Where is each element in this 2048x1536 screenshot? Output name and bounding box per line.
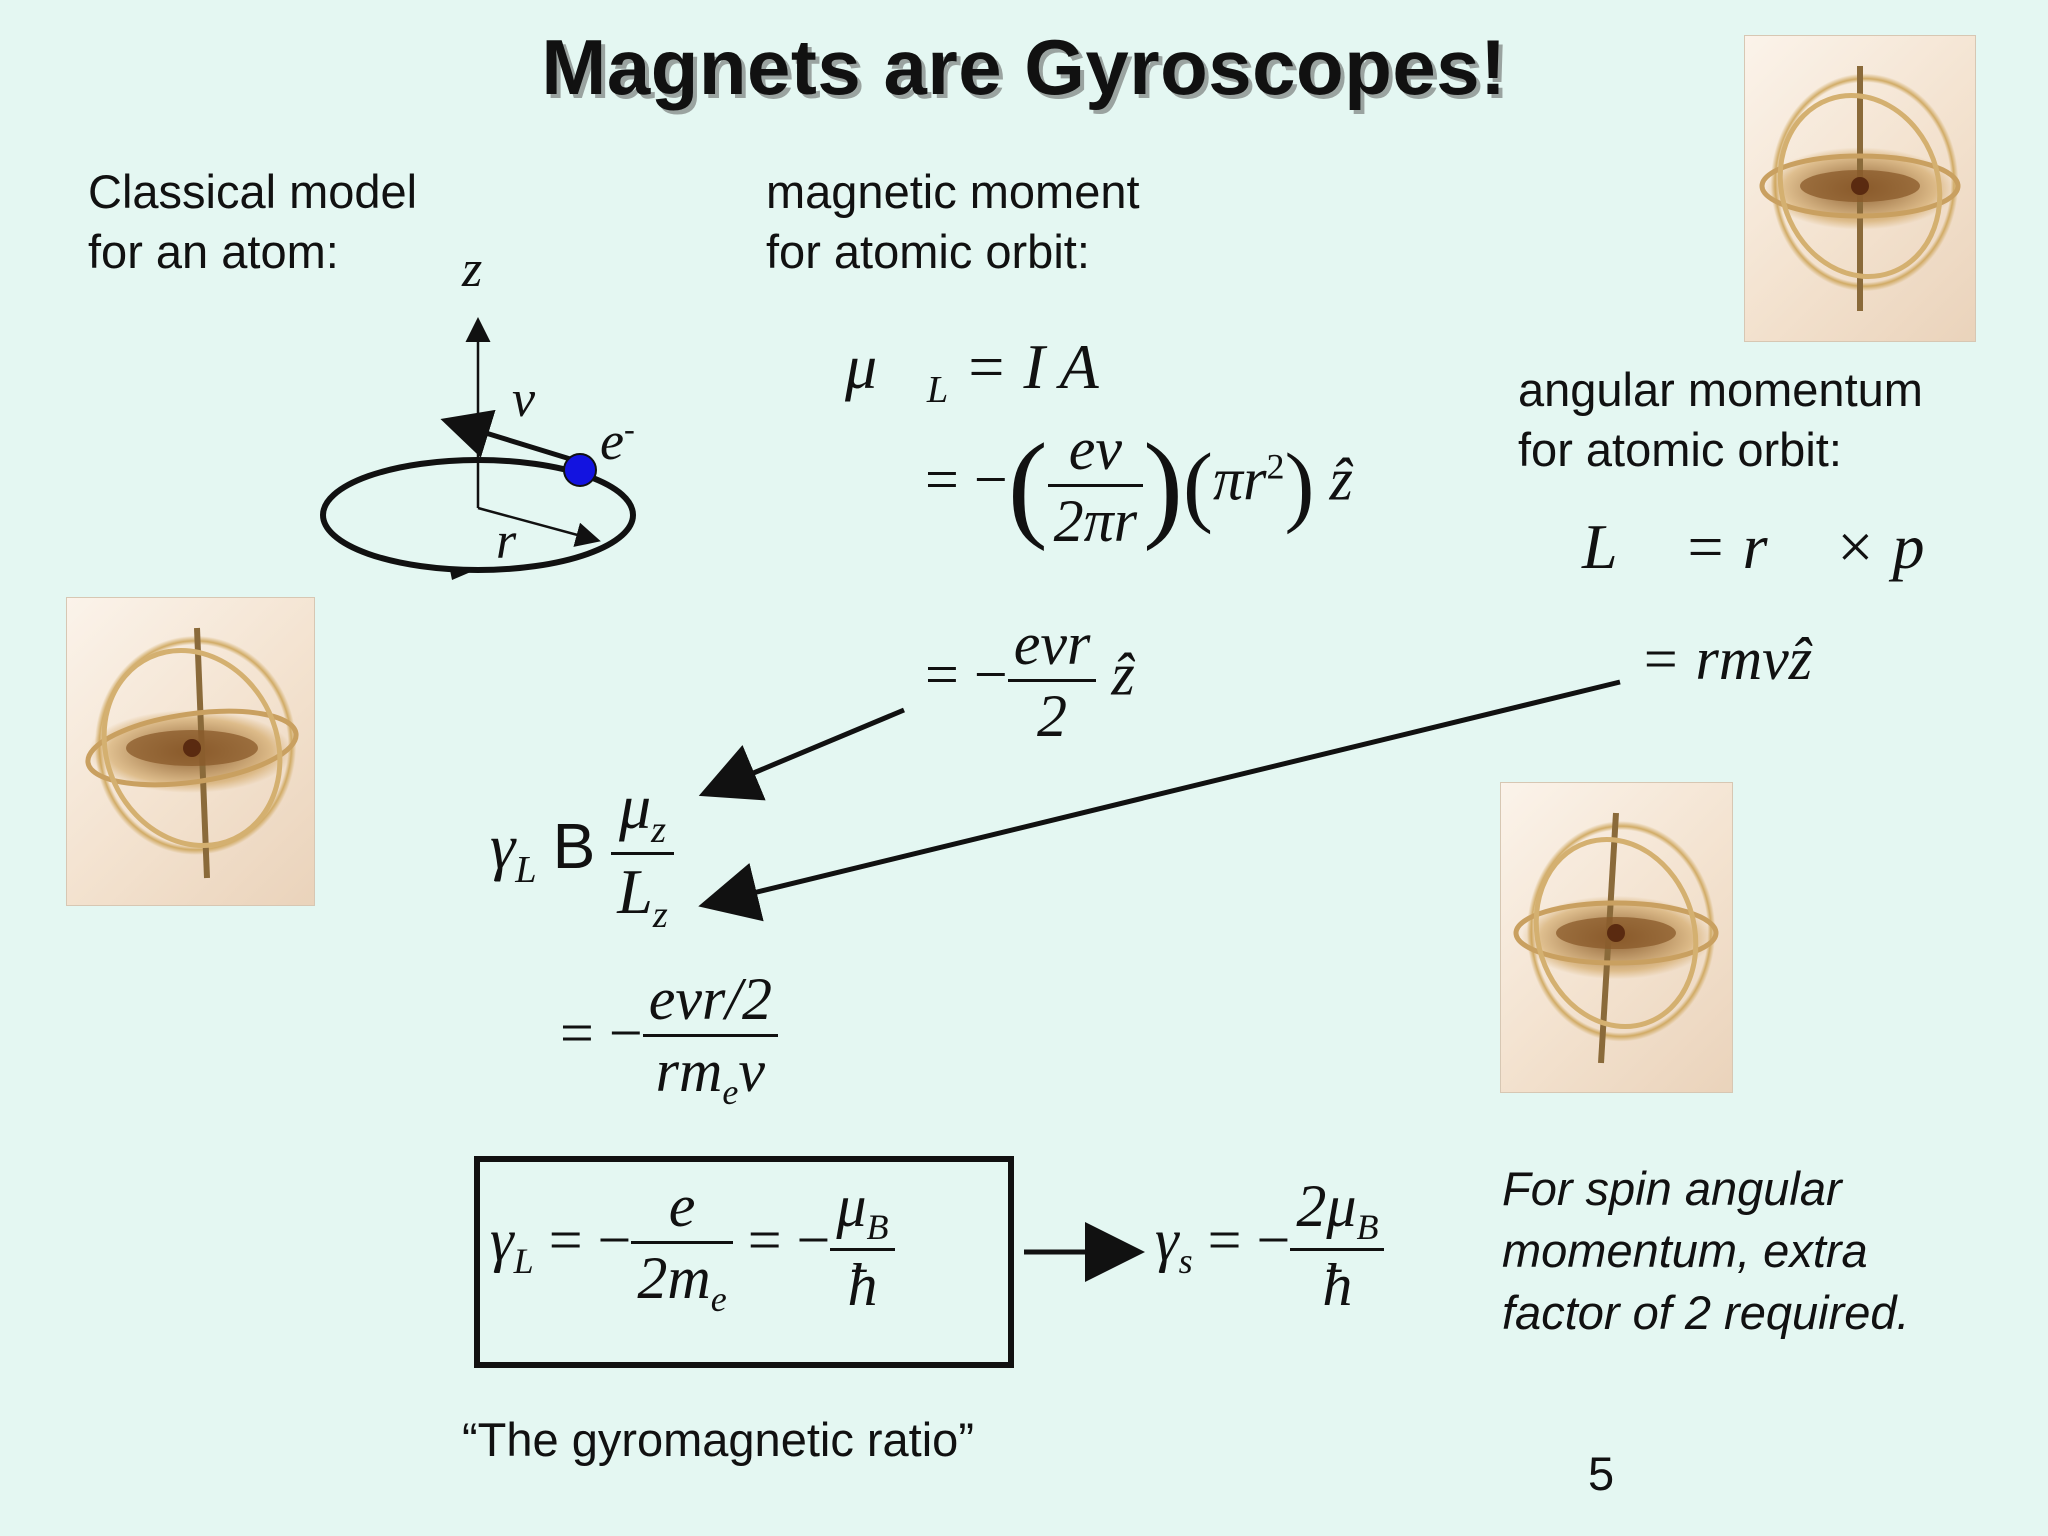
angular-momentum-line1: angular momentum: [1518, 363, 1923, 416]
orbit-path: [320, 457, 636, 573]
velocity-vector: [440, 409, 581, 465]
angular-momentum-line2: for atomic orbit:: [1518, 423, 1842, 476]
gyroscope-icon: [1759, 66, 1961, 311]
spin-note-line1: For spin angular: [1502, 1162, 1842, 1215]
classical-model-label: Classical model for an atom:: [88, 162, 417, 282]
gyroscope-photo-left: [67, 598, 314, 905]
v: v: [738, 1038, 765, 1104]
gyromagnetic-ratio-box: [474, 1156, 1014, 1368]
rm: rm: [655, 1038, 723, 1104]
diagram-r-label: r: [496, 513, 517, 570]
eq-L-cross: L⃗ = r⃗ × p⃗: [1582, 511, 1975, 582]
two-mu-B-sub: B: [1356, 1207, 1379, 1247]
mu-z-sub: z: [651, 808, 667, 851]
slide-title: Magnets are Gyroscopes!: [541, 23, 1507, 111]
gyroscope-photo-bottom-right: [1501, 783, 1732, 1092]
spin-note-line2: momentum, extra: [1502, 1224, 1868, 1277]
mu-B: μ: [836, 1173, 867, 1239]
two-mu-B: 2μ: [1296, 1173, 1357, 1239]
angular-momentum-label: angular momentum for atomic orbit:: [1518, 360, 1923, 480]
two-m-sub: e: [710, 1279, 727, 1319]
den-2pir: 2πr: [1047, 484, 1144, 556]
magnetic-moment-line2: for atomic orbit:: [766, 225, 1090, 278]
eq-mu-L: μ⃗L = I A⃗: [845, 330, 1148, 412]
radius-vector: [477, 506, 601, 547]
electron-symbol: e: [600, 411, 624, 471]
gyroscope-photo-top-right: [1745, 36, 1975, 341]
den-rmv: rmev: [642, 1034, 778, 1113]
num-evr-over-2: evr/2: [648, 966, 772, 1032]
arrow-to-L-z: [698, 679, 1621, 922]
gamma-L-sub: L: [515, 848, 537, 891]
mu-z: μ: [619, 771, 652, 842]
gamma-L-boxed-sub: L: [513, 1240, 534, 1281]
mu-symbol: μ⃗: [845, 331, 927, 402]
z-hat-1: ẑ: [1329, 446, 1353, 513]
electron-charge: -: [623, 412, 635, 448]
page-number: 5: [1588, 1447, 1615, 1500]
diagram-z-label: z: [462, 241, 483, 298]
gamma-L-boxed: γ: [490, 1206, 514, 1273]
atom-orbit-diagram: [320, 317, 636, 580]
spin-note-line3: factor of 2 required.: [1502, 1286, 1910, 1339]
pi-r: πr: [1213, 446, 1267, 513]
gyroscope-icon: [1513, 812, 1719, 1064]
gamma-s-sub: s: [1178, 1240, 1193, 1281]
electron-dot: [563, 453, 597, 487]
num-evr: evr: [1013, 611, 1091, 677]
diagram-electron-label: e-: [600, 410, 635, 472]
classical-model-line1: Classical model: [88, 165, 418, 218]
den-L-z: Lz: [611, 851, 674, 937]
spin-note: For spin angular momentum, extra factor …: [1502, 1158, 1910, 1344]
magnetic-moment-line1: magnetic moment: [766, 165, 1140, 218]
rm-sub: e: [722, 1072, 739, 1112]
L-z-sub: z: [652, 893, 668, 936]
z-hat-2: ẑ: [1111, 641, 1135, 708]
two-m: 2m: [637, 1245, 711, 1311]
mu-sub: L: [926, 368, 949, 411]
L-z: L: [617, 855, 653, 927]
eq-IA: = I A⃗: [964, 331, 1149, 402]
orbit-direction-arrow: [450, 568, 480, 580]
gyromagnetic-ratio-caption: “The gyromagnetic ratio”: [462, 1413, 974, 1466]
gamma-s: γ: [1155, 1206, 1179, 1273]
num-mu-z: μz: [611, 770, 674, 852]
den-hbar-s: ħ: [1290, 1248, 1385, 1320]
classical-model-line2: for an atom:: [88, 225, 339, 278]
gamma-L: γ: [490, 810, 516, 882]
magnetic-moment-label: magnetic moment for atomic orbit:: [766, 162, 1140, 282]
num-mu-B: μB: [830, 1172, 894, 1248]
pi-r-sup: 2: [1266, 446, 1285, 487]
den-hbar: ħ: [830, 1248, 895, 1320]
mu-B-sub: B: [866, 1207, 889, 1247]
num-ev: ev: [1068, 416, 1122, 482]
gyroscope-icon: [85, 627, 299, 879]
num-2mu-B: 2μB: [1290, 1172, 1384, 1248]
num-e: e: [668, 1173, 696, 1239]
den-2me: 2me: [631, 1241, 733, 1320]
eq-rmv: = rmvẑ: [1640, 626, 1813, 692]
B-letter: B: [552, 809, 596, 882]
diagram-v-label: v: [512, 371, 536, 428]
den-2: 2: [1007, 679, 1097, 751]
arrow-to-mu-z: [698, 707, 905, 801]
